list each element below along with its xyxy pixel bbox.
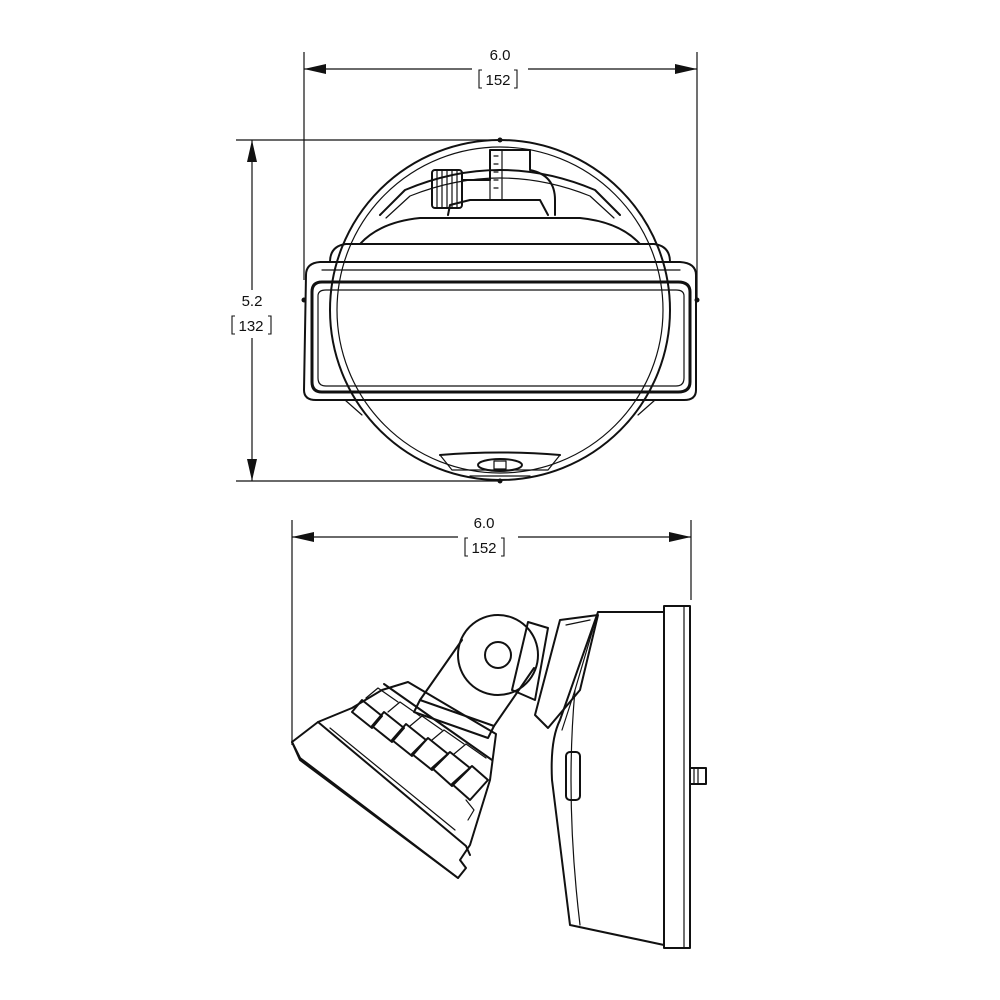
swivel-arm-side <box>413 614 599 739</box>
junction-box-side <box>550 605 707 949</box>
back-plate-outer <box>329 139 671 481</box>
top-mark <box>497 137 503 143</box>
arrow-up <box>247 140 257 162</box>
bottom-screw-detail <box>439 451 561 477</box>
swivel-knuckle <box>379 149 621 219</box>
height-dimension: 5.2 132 <box>231 140 272 481</box>
arrow-left <box>304 64 326 74</box>
arrow-down <box>247 459 257 481</box>
lamp-head-front <box>301 217 700 416</box>
lens-frame <box>310 280 692 394</box>
width-dimension-top: 6.0 152 <box>304 47 697 89</box>
side-view: 6.0 152 <box>291 515 707 949</box>
wall-plate <box>663 605 691 949</box>
cooling-fins <box>351 687 489 821</box>
side-width-inches-label: 6.0 <box>474 515 495 532</box>
mounting-screw <box>565 751 581 801</box>
side-arrow-right <box>669 532 691 542</box>
lamp-head-side <box>291 681 497 879</box>
width-dimension-side: 6.0 152 <box>292 515 691 557</box>
swivel-knuckle-side <box>457 614 539 696</box>
width-inches-label: 6.0 <box>490 47 511 64</box>
front-view: 6.0 152 5.2 132 <box>231 47 700 484</box>
width-mm-label: 152 <box>485 72 510 89</box>
side-arrow-left <box>292 532 314 542</box>
swivel-pivot <box>484 641 512 669</box>
bottom-mark <box>497 478 503 484</box>
arrow-right <box>675 64 697 74</box>
side-width-mm-label: 152 <box>471 540 496 557</box>
height-mm-label: 132 <box>238 318 263 335</box>
height-inches-label: 5.2 <box>242 293 263 310</box>
back-plate-inner <box>336 146 664 474</box>
